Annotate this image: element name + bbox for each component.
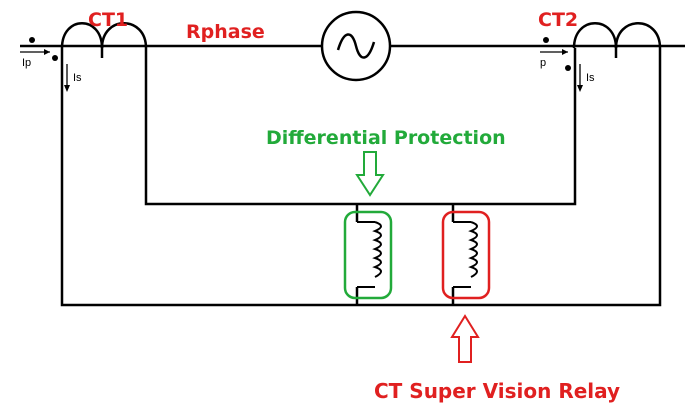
ct-supervision-relay: [441, 210, 491, 300]
ac-source: [320, 10, 392, 82]
ct2-coil: [572, 22, 662, 58]
ct1-ip-label: Ip: [22, 57, 31, 69]
ct1-label: CT1: [88, 9, 128, 31]
supervision-arrow-icon: [450, 314, 480, 363]
ct2-label: CT2: [538, 9, 578, 31]
ct2-is-label: Is: [586, 72, 595, 84]
ct1-is-label: Is: [73, 72, 82, 84]
ct2-ip-label: p: [540, 57, 546, 69]
differential-relay: [343, 210, 393, 300]
differential-arrow-icon: [355, 151, 385, 197]
ct1-polarity: Ip Is: [20, 37, 82, 92]
phase-label: Rphase: [186, 21, 265, 43]
ct2-polarity: p Is: [540, 37, 595, 92]
ct-supervision-label: CT Super Vision Relay: [374, 379, 620, 403]
ct1-coil: [60, 22, 148, 58]
differential-protection-label: Differential Protection: [266, 127, 506, 149]
